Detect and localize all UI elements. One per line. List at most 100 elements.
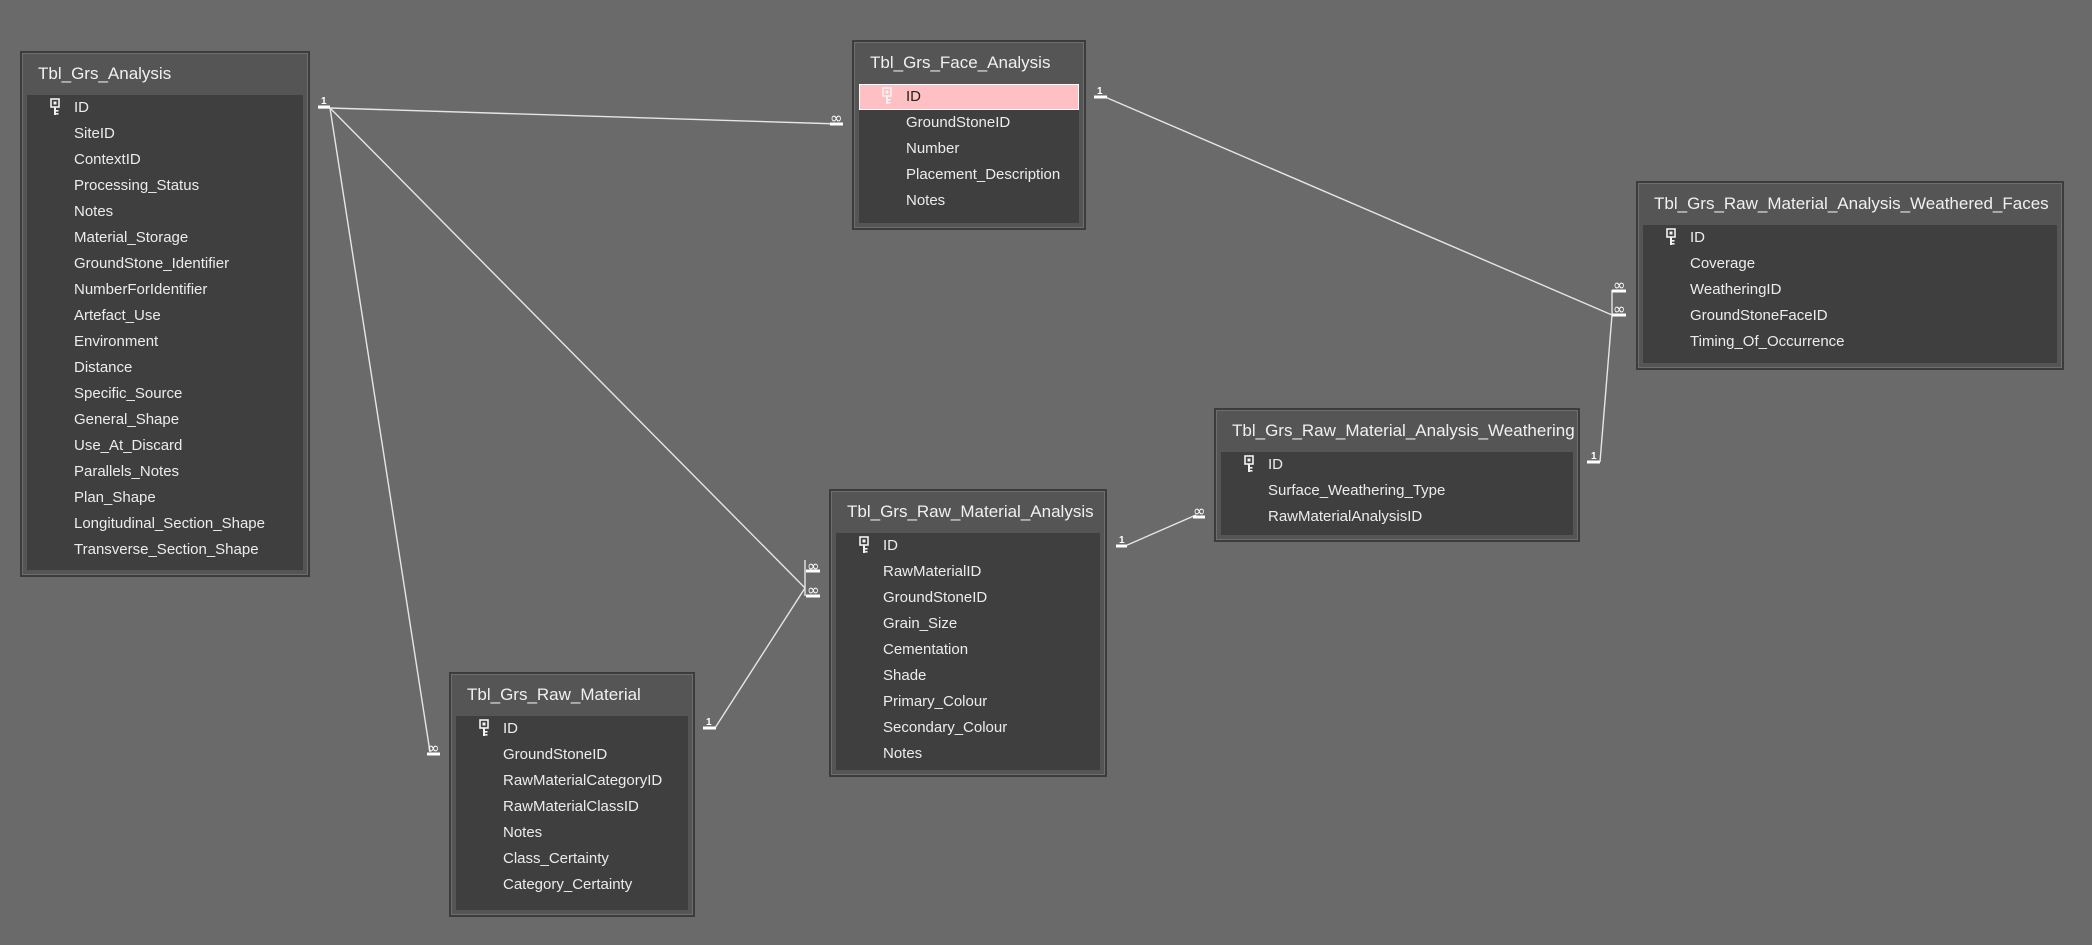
relationship-line bbox=[1104, 96, 1613, 316]
table-title[interactable]: Tbl_Grs_Face_Analysis bbox=[870, 53, 1051, 72]
field-name: Class_Certainty bbox=[503, 850, 609, 867]
field-name: SiteID bbox=[74, 125, 115, 142]
table-tbl-grs-raw-material-analysis-weathering[interactable]: Tbl_Grs_Raw_Material_Analysis_Weathering… bbox=[1214, 408, 1580, 542]
field-row[interactable]: RawMaterialCategoryID bbox=[456, 768, 688, 794]
field-row[interactable]: Material_Storage bbox=[27, 225, 303, 251]
field-name: Parallels_Notes bbox=[74, 463, 180, 480]
field-row[interactable]: ID bbox=[1643, 225, 2057, 251]
field-row[interactable]: Distance bbox=[27, 355, 303, 381]
field-row[interactable]: ID bbox=[1221, 452, 1573, 478]
field-row[interactable]: Notes bbox=[836, 741, 1100, 767]
field-row[interactable]: Timing_Of_Occurrence bbox=[1643, 329, 2057, 355]
field-row[interactable]: ContextID bbox=[27, 147, 303, 173]
field-row[interactable]: Number bbox=[859, 136, 1079, 162]
field-row[interactable]: ID bbox=[27, 95, 303, 121]
field-row[interactable]: NumberForIdentifier bbox=[27, 277, 303, 303]
table-title[interactable]: Tbl_Grs_Raw_Material_Analysis_Weathering bbox=[1232, 421, 1575, 440]
field-row[interactable]: Secondary_Colour bbox=[836, 715, 1100, 741]
field-row[interactable]: Placement_Description bbox=[859, 162, 1079, 188]
svg-text:∞: ∞ bbox=[807, 581, 820, 599]
field-row[interactable]: Category_Certainty bbox=[456, 872, 688, 898]
table-tbl-grs-raw-material-analysis-weathered-faces[interactable]: Tbl_Grs_Raw_Material_Analysis_Weathered_… bbox=[1636, 181, 2064, 370]
svg-text:1: 1 bbox=[1591, 451, 1597, 462]
table-title[interactable]: Tbl_Grs_Raw_Material_Analysis bbox=[847, 502, 1094, 521]
relationship-line bbox=[329, 107, 806, 589]
field-row[interactable]: Shade bbox=[836, 663, 1100, 689]
field-row[interactable]: Notes bbox=[456, 820, 688, 846]
field-row[interactable]: Artefact_Use bbox=[27, 303, 303, 329]
table-tbl-grs-raw-material[interactable]: Tbl_Grs_Raw_Material ID GroundStoneID RawM… bbox=[449, 672, 695, 917]
primary-key-icon bbox=[1666, 228, 1676, 245]
primary-key-icon bbox=[1244, 455, 1254, 472]
table-tbl-grs-raw-material-analysis[interactable]: Tbl_Grs_Raw_Material_Analysis ID RawMater… bbox=[829, 489, 1107, 777]
field-name: Category_Certainty bbox=[503, 876, 633, 893]
field-row[interactable]: Plan_Shape bbox=[27, 485, 303, 511]
field-name: ContextID bbox=[74, 151, 141, 168]
field-row[interactable]: Processing_Status bbox=[27, 173, 303, 199]
field-row[interactable]: GroundStoneID bbox=[456, 742, 688, 768]
field-row[interactable]: Environment bbox=[27, 329, 303, 355]
field-row[interactable]: GroundStone_Identifier bbox=[27, 251, 303, 277]
field-row[interactable]: Transverse_Section_Shape bbox=[27, 537, 303, 563]
field-row[interactable]: RawMaterialClassID bbox=[456, 794, 688, 820]
relationship-line bbox=[329, 107, 431, 753]
field-row[interactable]: General_Shape bbox=[27, 407, 303, 433]
primary-key-icon bbox=[859, 536, 869, 553]
field-name: Coverage bbox=[1690, 255, 1756, 272]
table-title[interactable]: Tbl_Grs_Raw_Material bbox=[467, 685, 641, 704]
field-name: ID bbox=[883, 537, 898, 554]
field-row[interactable]: Specific_Source bbox=[27, 381, 303, 407]
table-title[interactable]: Tbl_Grs_Raw_Material_Analysis_Weathered_… bbox=[1654, 194, 2049, 213]
field-name: ID bbox=[1690, 229, 1705, 246]
field-row[interactable]: Class_Certainty bbox=[456, 846, 688, 872]
field-row[interactable]: Use_At_Discard bbox=[27, 433, 303, 459]
field-name: Surface_Weathering_Type bbox=[1268, 482, 1446, 499]
field-name: Processing_Status bbox=[74, 177, 200, 194]
svg-text:∞: ∞ bbox=[807, 557, 820, 575]
relationship-line bbox=[329, 107, 841, 125]
field-list[interactable]: ID GroundStoneID RawMaterialCategoryID RawM… bbox=[456, 716, 688, 910]
svg-text:1: 1 bbox=[1119, 535, 1125, 546]
field-row[interactable]: WeatheringID bbox=[1643, 277, 2057, 303]
field-row[interactable]: GroundStoneID bbox=[859, 110, 1079, 136]
table-title[interactable]: Tbl_Grs_Analysis bbox=[38, 64, 172, 83]
primary-key-icon bbox=[50, 98, 60, 115]
field-row[interactable]: Surface_Weathering_Type bbox=[1221, 478, 1573, 504]
field-row[interactable]: Grain_Size bbox=[836, 611, 1100, 637]
field-row[interactable]: Longitudinal_Section_Shape bbox=[27, 511, 303, 537]
field-row[interactable]: RawMaterialID bbox=[836, 559, 1100, 585]
field-name: ID bbox=[74, 99, 89, 116]
field-name: Longitudinal_Section_Shape bbox=[74, 515, 265, 532]
field-row[interactable]: ID bbox=[859, 84, 1079, 110]
svg-text:∞: ∞ bbox=[427, 739, 440, 757]
primary-key-icon bbox=[882, 87, 892, 104]
svg-text:∞: ∞ bbox=[1613, 276, 1626, 294]
field-row[interactable]: ID bbox=[456, 716, 688, 742]
field-row[interactable]: SiteID bbox=[27, 121, 303, 147]
field-row[interactable]: Parallels_Notes bbox=[27, 459, 303, 485]
field-row[interactable]: Coverage bbox=[1643, 251, 2057, 277]
field-row[interactable]: Primary_Colour bbox=[836, 689, 1100, 715]
table-tbl-grs-analysis[interactable]: Tbl_Grs_Analysis ID SiteID ContextID Proces… bbox=[20, 51, 310, 577]
field-row[interactable]: GroundStoneFaceID bbox=[1643, 303, 2057, 329]
field-row[interactable]: Cementation bbox=[836, 637, 1100, 663]
relationship-line bbox=[1599, 314, 1613, 463]
field-name: ID bbox=[1268, 456, 1283, 473]
field-name: Primary_Colour bbox=[883, 693, 988, 710]
field-name: RawMaterialCategoryID bbox=[503, 772, 663, 789]
field-row[interactable]: ID bbox=[836, 533, 1100, 559]
field-name: GroundStoneID bbox=[503, 746, 608, 763]
field-row[interactable]: Notes bbox=[859, 188, 1079, 214]
svg-text:∞: ∞ bbox=[830, 109, 843, 127]
field-row[interactable]: GroundStoneID bbox=[836, 585, 1100, 611]
field-row[interactable]: Notes bbox=[27, 199, 303, 225]
field-name: Shade bbox=[883, 667, 927, 684]
field-name: Placement_Description bbox=[906, 166, 1061, 183]
field-row[interactable]: RawMaterialAnalysisID bbox=[1221, 504, 1573, 530]
